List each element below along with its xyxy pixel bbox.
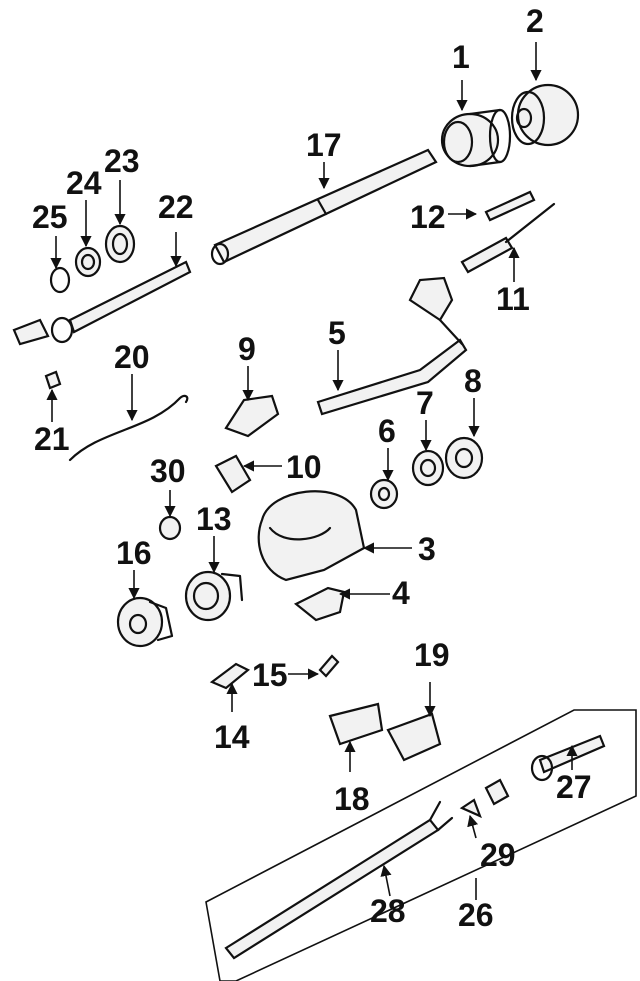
- callout-17: 17: [306, 127, 342, 163]
- part-15-key-pin: [318, 654, 340, 678]
- callout-8: 8: [464, 363, 482, 399]
- part-30-ring: [158, 515, 182, 541]
- part-16-cam: [116, 596, 174, 648]
- callout-3: 3: [418, 531, 436, 567]
- callout-24: 24: [66, 165, 102, 201]
- callout-22: 22: [158, 189, 194, 225]
- part-24-bearing: [74, 246, 102, 278]
- callout-9: 9: [238, 331, 256, 367]
- part-22-lower-shaft: [12, 260, 192, 346]
- callout-29: 29: [480, 837, 516, 873]
- callout-27: 27: [556, 769, 592, 805]
- part-14-pawl: [209, 662, 251, 690]
- callout-26: 26: [458, 897, 494, 933]
- part-28-rod: [224, 800, 454, 960]
- part-8-wheel: [444, 436, 484, 480]
- part-7-gear: [411, 449, 445, 487]
- callout-4: 4: [392, 575, 410, 611]
- part-1-sleeve: [440, 108, 512, 168]
- callout-16: 16: [116, 535, 152, 571]
- part-3-cover: [257, 490, 366, 582]
- part-4-bracket: [293, 586, 346, 622]
- callout-23: 23: [104, 143, 140, 179]
- part-21-clip: [44, 370, 62, 390]
- part-19-bracket: [386, 712, 442, 762]
- callout-25: 25: [32, 199, 68, 235]
- callout-10: 10: [286, 449, 322, 485]
- callout-20: 20: [114, 339, 150, 375]
- callout-1: 1: [452, 39, 470, 75]
- callout-19: 19: [414, 637, 450, 673]
- callout-11: 11: [496, 281, 530, 317]
- part-12-pin: [484, 190, 536, 222]
- callout-28: 28: [370, 893, 406, 929]
- part-17-shaft: [210, 148, 438, 266]
- part-5-lever: [316, 276, 468, 416]
- part-26-group-frame: [205, 709, 637, 981]
- part-23-ring: [104, 224, 136, 264]
- part-25-snap-ring: [49, 266, 71, 294]
- part-2-housing: [510, 83, 580, 147]
- part-10-switch: [214, 454, 252, 494]
- callout-6: 6: [378, 413, 396, 449]
- part-13-lock-housing: [184, 570, 244, 622]
- part-29-clip: [459, 778, 510, 819]
- callout-13: 13: [196, 501, 232, 537]
- callout-5: 5: [328, 315, 346, 351]
- part-6-washer: [369, 478, 399, 510]
- callout-15: 15: [252, 657, 288, 693]
- part-9-actuator: [224, 394, 280, 438]
- callout-2: 2: [526, 3, 544, 39]
- leader-lines: [46, 42, 578, 900]
- callout-14: 14: [214, 719, 250, 755]
- part-20-cable: [68, 394, 189, 462]
- callout-30: 30: [150, 453, 186, 489]
- callout-18: 18: [334, 781, 370, 817]
- part-18-bracket: [328, 702, 384, 746]
- callout-12: 12: [410, 199, 446, 235]
- callout-7: 7: [416, 385, 434, 421]
- callout-21: 21: [34, 421, 70, 457]
